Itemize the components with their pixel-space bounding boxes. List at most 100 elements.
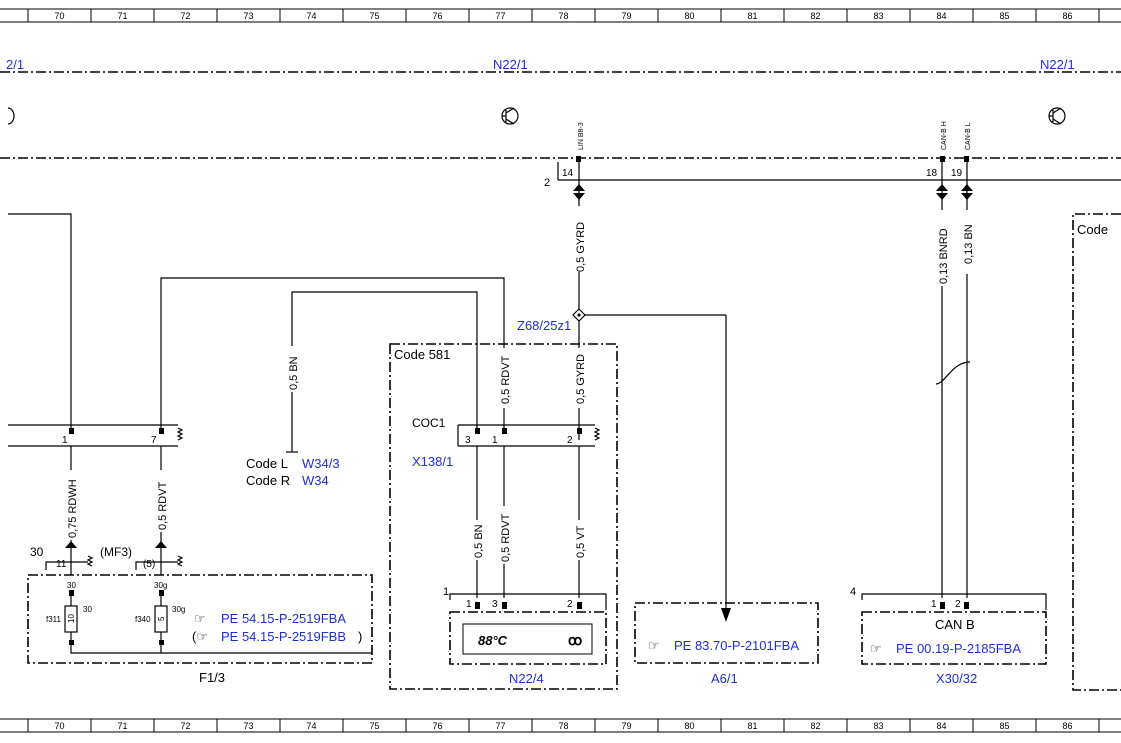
code-right-label: Code — [1077, 222, 1108, 237]
ref-n22-4[interactable]: N22/4 — [509, 671, 544, 686]
wire-rdwh: 0,75 RDWH — [8, 213, 80, 548]
svg-text:30g: 30g — [172, 605, 185, 614]
label-canl: CAN-B L — [965, 122, 972, 150]
ruler-bottom-column-label: 77 — [495, 721, 505, 731]
wire-can-b-h: 0,13 BNRD — [933, 162, 951, 598]
ref-a6-1[interactable]: A6/1 — [711, 671, 738, 686]
svg-text:4: 4 — [850, 586, 856, 598]
code-box-right — [1072, 213, 1121, 691]
fan-icon: ꝏ — [568, 632, 582, 648]
ref-x30-32[interactable]: X30/32 — [936, 671, 977, 686]
code-581-label: Code 581 — [394, 347, 450, 362]
wires-to-n22-4: 0,5 BN 0,5 RDVT 0,5 VT — [468, 446, 588, 598]
svg-text:5: 5 — [157, 616, 166, 621]
wire-gyrd-mid-label: 0,5 GYRD — [575, 354, 587, 404]
ref-z68[interactable]: Z68/25z1 — [517, 318, 571, 333]
wire-rdvt-left: 0,5 RDVT 0,5 RDVT — [152, 277, 513, 548]
label-canh: CAN-B H — [941, 121, 948, 150]
ref-n22-1-center[interactable]: N22/1 — [493, 57, 528, 72]
svg-text:3: 3 — [465, 435, 471, 446]
svg-text:30g: 30g — [154, 581, 167, 590]
svg-text:f340: f340 — [135, 615, 151, 624]
svg-text:2: 2 — [567, 435, 573, 446]
ruler-bottom-column-label: 74 — [306, 721, 316, 731]
ref-n22-1-right[interactable]: N22/1 — [1040, 57, 1075, 72]
transistor-icon — [501, 107, 519, 125]
connector-x138-1: 3 1 2 — [457, 424, 601, 447]
svg-text:0,5 GYRD: 0,5 GYRD — [575, 222, 587, 272]
ref-w34[interactable]: W34 — [302, 473, 329, 488]
svg-text:0,5 RDVT: 0,5 RDVT — [500, 513, 512, 562]
wire-bn-code: 0,5 BN — [283, 291, 478, 453]
ruler-bottom-column-label: 83 — [873, 721, 883, 731]
f1-3-label: F1/3 — [199, 670, 225, 685]
ruler-bottom-column-label: 79 — [621, 721, 631, 731]
wire-gyrd: 0,5 GYRD — [570, 162, 588, 440]
ruler-top-column-label: 85 — [999, 11, 1009, 21]
ruler-top-column-label: 76 — [432, 11, 442, 21]
ruler-top-column-label: 70 — [54, 11, 64, 21]
svg-text:1: 1 — [492, 435, 498, 446]
svg-text:30: 30 — [67, 581, 76, 590]
pin-lin — [576, 156, 581, 162]
svg-text:1: 1 — [466, 599, 472, 610]
ruler-top-column-label: 83 — [873, 11, 883, 21]
svg-text:2: 2 — [567, 599, 573, 610]
svg-text:30: 30 — [83, 605, 92, 614]
ruler-bottom-column-label: 78 — [558, 721, 568, 731]
svg-text:0,5 RDVT: 0,5 RDVT — [157, 481, 169, 530]
ruler-top-column-label: 74 — [306, 11, 316, 21]
ruler-bottom-column-label: 86 — [1062, 721, 1072, 731]
code-581-box — [389, 343, 618, 690]
svg-text:0,13 BN: 0,13 BN — [963, 224, 975, 264]
ruler-top-column-label: 86 — [1062, 11, 1072, 21]
ruler-top-column-label: 72 — [180, 11, 190, 21]
display-readout: 88°C — [478, 633, 508, 648]
pe-ref-fbb[interactable]: PE 54.15-P-2519FBB — [221, 629, 346, 644]
ruler-bottom-column-label: 85 — [999, 721, 1009, 731]
svg-text:7: 7 — [151, 435, 157, 446]
ruler-top-column-label: 80 — [684, 11, 694, 21]
pe-ref-can[interactable]: PE 00.19-P-2185FBA — [896, 641, 1021, 656]
ref-x138-1[interactable]: X138/1 — [412, 454, 453, 469]
pin-canl — [964, 156, 969, 162]
ruler-bottom-column-label: 71 — [117, 721, 127, 731]
ruler-bottom-column-label: 81 — [747, 721, 757, 731]
connector-left-strip: 1 7 — [8, 424, 184, 447]
ruler-bottom-column-label: 70 — [54, 721, 64, 731]
pin-canh — [940, 156, 945, 162]
ruler-top-column-label: 84 — [936, 11, 946, 21]
n22-4-unit: 1 1 3 2 88°C ꝏ — [443, 586, 607, 665]
ruler-bottom-column-label: 84 — [936, 721, 946, 731]
ruler-bottom-column-label: 72 — [180, 721, 190, 731]
svg-text:CAN B: CAN B — [935, 617, 975, 632]
pointing-hand-icon: ☞ — [194, 611, 206, 626]
pointing-hand-icon: ☞ — [648, 638, 660, 653]
svg-text:0,75 RDWH: 0,75 RDWH — [67, 479, 79, 538]
ruler-bottom-column-label: 75 — [369, 721, 379, 731]
connector-2: 2 14 18 19 — [544, 162, 1121, 189]
code-r-label: Code R — [246, 473, 290, 488]
ref-n22-1-left[interactable]: 2/1 — [6, 57, 24, 72]
svg-text:0,5 RDVT: 0,5 RDVT — [500, 355, 512, 404]
twisted-pair-icon — [935, 361, 971, 385]
ruler-bottom-column-label: 82 — [810, 721, 820, 731]
a6-1-box — [634, 602, 819, 664]
svg-text:3: 3 — [492, 599, 498, 610]
ruler-bottom-column-label: 76 — [432, 721, 442, 731]
svg-text:1: 1 — [931, 599, 937, 610]
svg-text:30: 30 — [30, 545, 44, 559]
svg-text:0,5 BN: 0,5 BN — [288, 356, 300, 390]
pe-ref-a6-1[interactable]: PE 83.70-P-2101FBA — [674, 638, 799, 653]
svg-text:18: 18 — [926, 168, 938, 179]
transistor-icon — [7, 107, 15, 125]
svg-text:(MF3): (MF3) — [100, 545, 132, 559]
label-lin: LIN B8-3 — [578, 122, 585, 150]
ref-w34-3[interactable]: W34/3 — [302, 456, 340, 471]
ruler-top-column-label: 82 — [810, 11, 820, 21]
pe-ref-fba[interactable]: PE 54.15-P-2519FBA — [221, 611, 346, 626]
svg-text:2: 2 — [544, 177, 550, 189]
ruler-top-column-label: 75 — [369, 11, 379, 21]
